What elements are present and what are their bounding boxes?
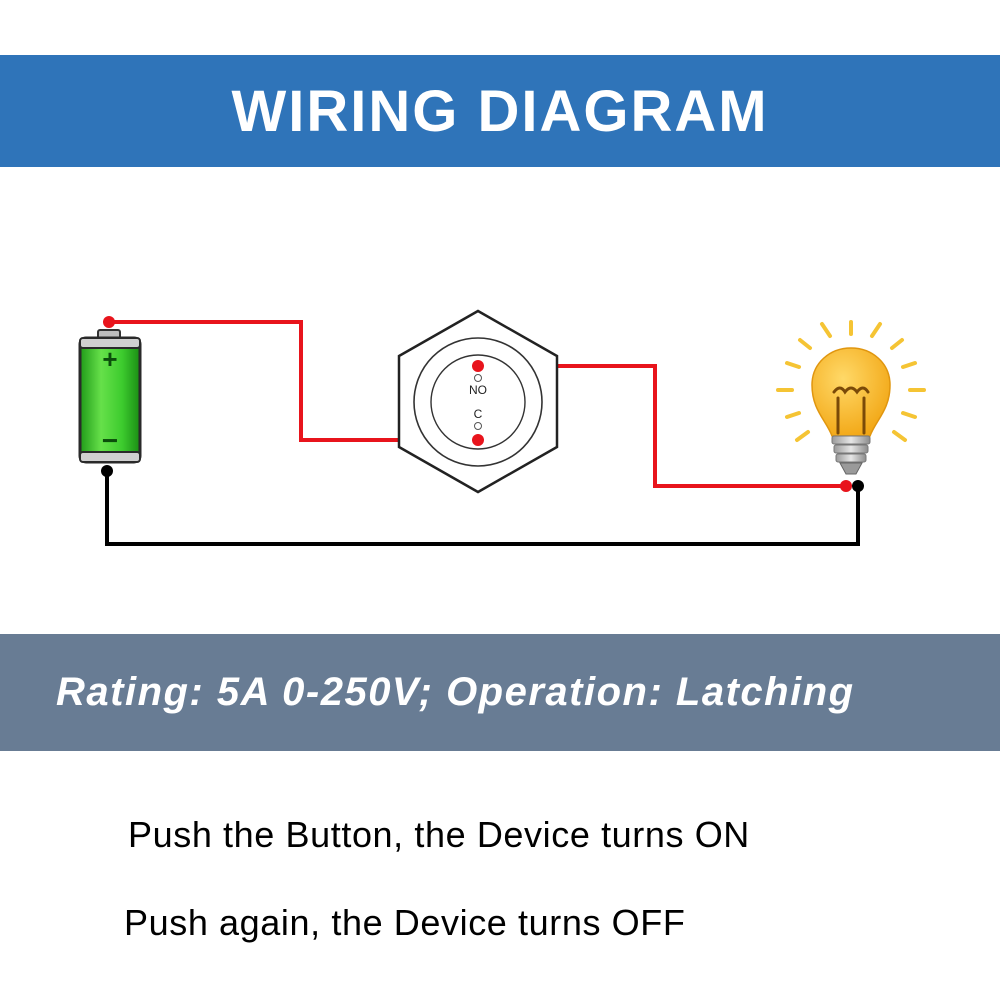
push-button-switch: NO C [397,309,559,494]
switch-no-terminal [472,360,484,372]
switch-c-terminal [472,434,484,446]
battery-negative-terminal [101,465,113,477]
lamp-live-terminal [840,480,852,492]
switch-terminal-no-label: NO [469,383,487,397]
battery-minus-label: − [102,425,118,456]
rating-text: Rating: 5A 0-250V; Operation: Latching [56,670,855,714]
page-title: WIRING DIAGRAM [231,78,769,144]
switch-terminal-c-label: C [474,407,483,421]
bulb-rays [776,320,926,442]
battery-positive-terminal [103,316,115,328]
header-band: WIRING DIAGRAM [0,55,1000,167]
rating-band: Rating: 5A 0-250V; Operation: Latching [0,634,1000,751]
battery-plus-label: + [102,344,117,374]
live-wire-switch-to-lamp [478,364,846,488]
lamp-return-terminal [852,480,864,492]
wiring-diagram: + − NO C [78,309,926,546]
light-bulb [776,320,926,475]
battery: + − [78,329,142,464]
live-wire-battery-to-switch [109,320,478,442]
instruction-on: Push the Button, the Device turns ON [128,814,750,855]
return-wire [105,472,860,546]
instruction-off: Push again, the Device turns OFF [124,902,686,943]
